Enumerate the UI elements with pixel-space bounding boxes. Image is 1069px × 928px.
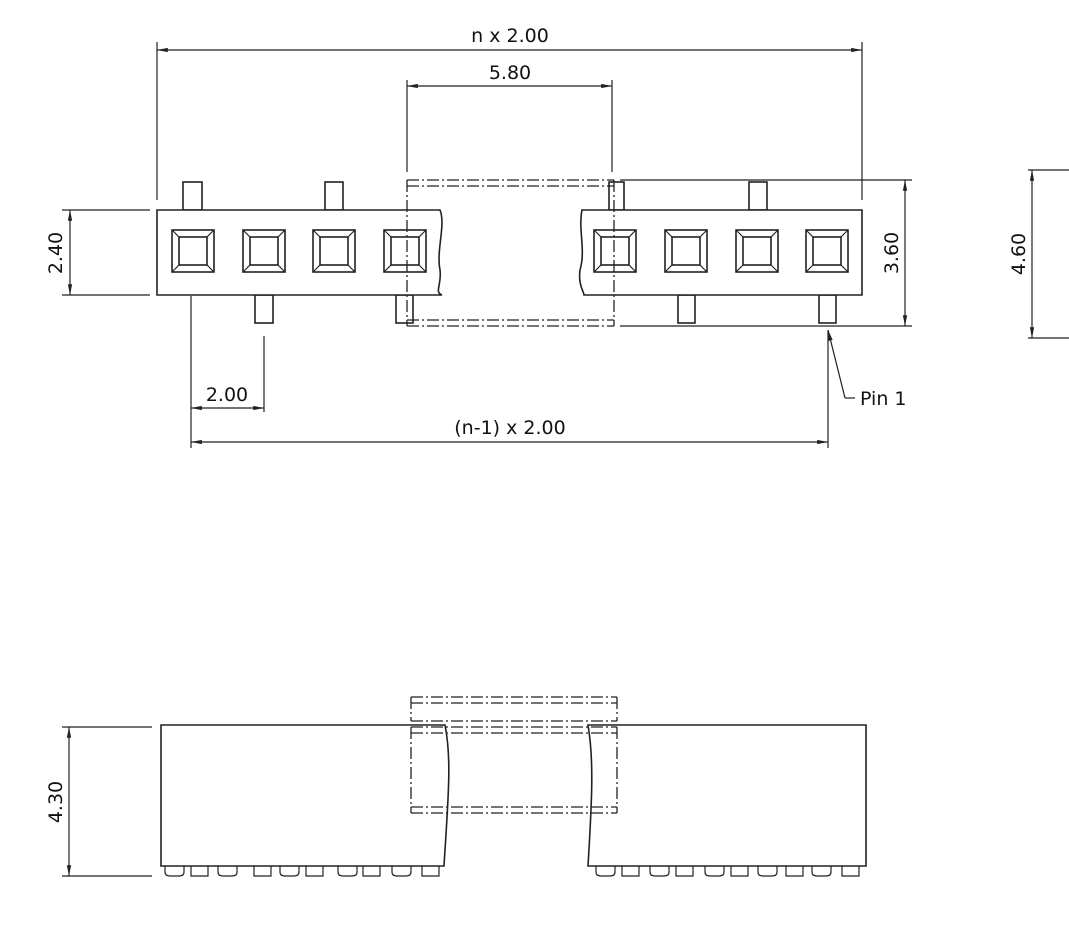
socket: [664, 229, 708, 273]
socket: [383, 229, 427, 273]
dim-body-width: 2.40: [45, 232, 67, 274]
pad: [421, 866, 440, 877]
body-left: [156, 209, 443, 296]
socket: [312, 229, 356, 273]
contact-pads: [164, 866, 860, 877]
pad: [337, 866, 358, 877]
pad: [675, 866, 694, 877]
body-right: [578, 209, 863, 296]
dim-height: 4.30: [45, 781, 67, 823]
pad: [253, 866, 272, 877]
socket: [593, 229, 637, 273]
pin1-label: Pin 1: [860, 388, 907, 410]
top-view: [156, 179, 863, 327]
pad: [704, 866, 725, 877]
pad: [595, 866, 616, 877]
dimensions: n x 2.00 5.80 2.40 3.60 4.60 2.00 (n-1) …: [45, 25, 1069, 877]
pad: [305, 866, 324, 877]
pad: [391, 866, 412, 877]
pad: [841, 866, 860, 877]
pad: [757, 866, 778, 877]
dim-overall-depth: 4.60: [1008, 233, 1030, 275]
socket: [735, 229, 779, 273]
pad: [730, 866, 749, 877]
socket: [242, 229, 286, 273]
dim-pin-row-length: (n-1) x 2.00: [454, 417, 565, 439]
pad: [164, 866, 185, 877]
dim-break-width: 5.80: [489, 62, 531, 84]
dim-pitch: 2.00: [206, 384, 248, 406]
pad: [649, 866, 670, 877]
dim-total-length: n x 2.00: [471, 25, 549, 47]
side-view: [160, 696, 867, 877]
break-outline: [406, 179, 615, 327]
pad: [811, 866, 832, 877]
pad: [279, 866, 300, 877]
pad: [785, 866, 804, 877]
pad: [217, 866, 238, 877]
pad: [362, 866, 381, 877]
socket: [805, 229, 849, 273]
pad: [190, 866, 209, 877]
socket: [171, 229, 215, 273]
pad: [621, 866, 640, 877]
socket-cavities: [171, 229, 849, 273]
dim-pin-span: 3.60: [881, 232, 903, 274]
